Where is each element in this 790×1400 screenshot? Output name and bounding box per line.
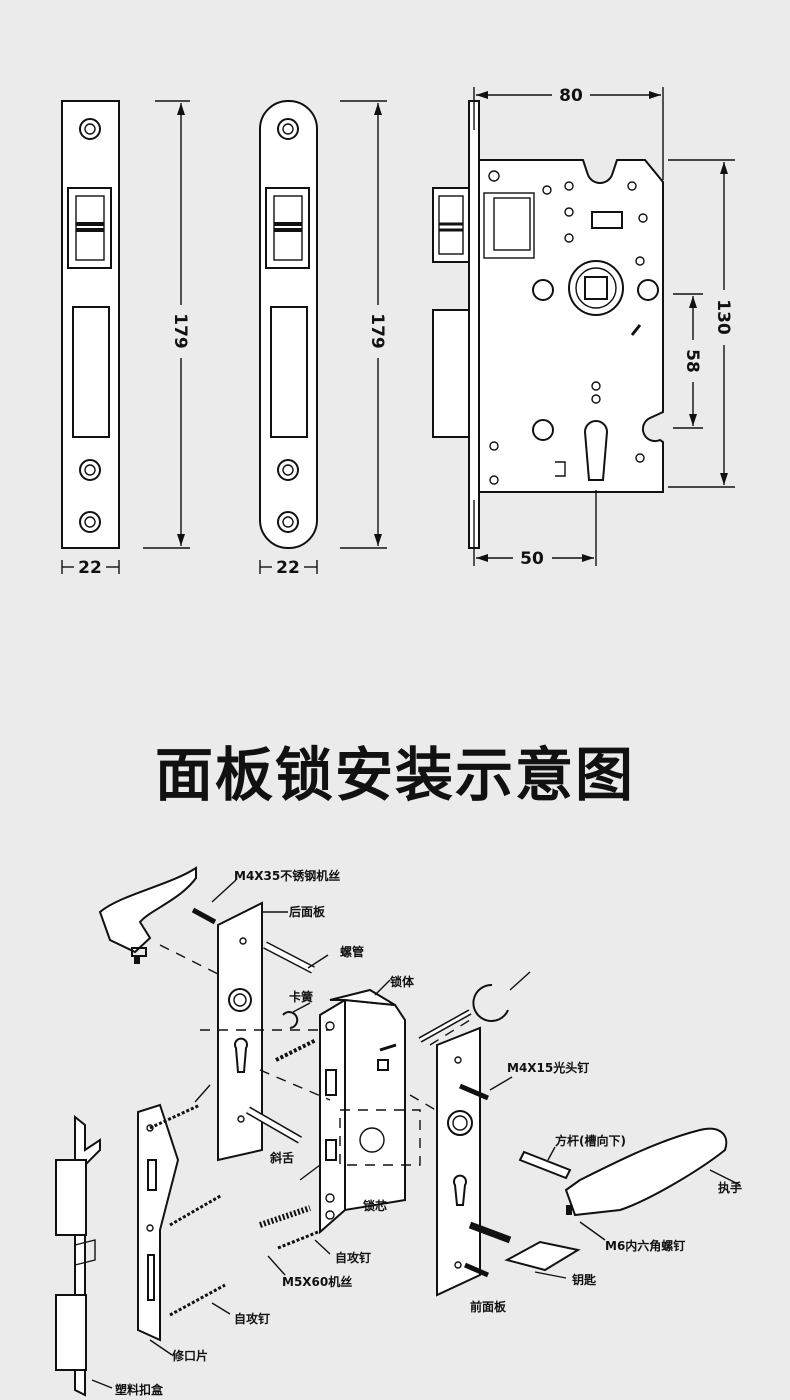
strike-plate	[137, 1103, 180, 1342]
label-machine-screw-bottom: M5X60机丝	[282, 1274, 352, 1289]
faceplate-round-width-label: 22	[276, 558, 300, 578]
lock-body-side-view	[432, 100, 664, 549]
label-hex-screw: M6内六角螺钉	[605, 1238, 685, 1253]
label-front-panel: 前面板	[470, 1299, 507, 1314]
faceplate-square	[61, 100, 120, 549]
handle-left	[98, 866, 197, 964]
label-plastic-box: 塑料扣盒	[115, 1382, 164, 1397]
label-rear-panel: 后面板	[289, 904, 326, 919]
label-square-spindle: 方杆(槽向下)	[555, 1133, 626, 1148]
key	[468, 1221, 581, 1272]
label-latch: 斜舌	[269, 1150, 294, 1165]
faceplate-square-height-label: 179	[170, 313, 190, 349]
lock-body-width-label: 80	[559, 86, 583, 106]
label-self-tap-center: 自攻钉	[335, 1250, 371, 1265]
label-machine-screw-top: M4X35不锈钢机丝	[234, 868, 340, 883]
faceplate-round-height-label: 179	[367, 313, 387, 349]
faceplate-round	[259, 100, 318, 549]
handle-right	[564, 1127, 728, 1217]
plastic-box	[55, 1114, 101, 1397]
backset-label: 50	[520, 549, 544, 569]
label-screw-tube: 螺管	[340, 944, 364, 959]
label-strike-plate: 修口片	[171, 1348, 208, 1363]
label-key: 钥匙	[572, 1272, 597, 1287]
lock-body-height-label: 130	[713, 299, 733, 335]
label-cylinder: 锁芯	[363, 1198, 387, 1213]
rear-panel	[217, 901, 263, 1162]
lock-dimension-drawing: 22 179 22 179	[61, 86, 735, 578]
front-panel	[436, 1026, 481, 1297]
label-lock-body: 锁体	[390, 974, 415, 989]
label-clip-spring: 卡簧	[289, 989, 313, 1004]
label-flat-screw: M4X15光头钉	[507, 1060, 589, 1075]
page-title: 面板锁安装示意图	[154, 741, 635, 809]
label-self-tap-left: 自攻钉	[234, 1311, 270, 1326]
faceplate-square-width-label: 22	[78, 558, 102, 578]
machine-screw-top	[191, 879, 237, 925]
lock-body	[319, 988, 421, 1235]
lock-body-centre-distance-label: 58	[682, 349, 702, 373]
label-handle: 执手	[718, 1180, 742, 1195]
